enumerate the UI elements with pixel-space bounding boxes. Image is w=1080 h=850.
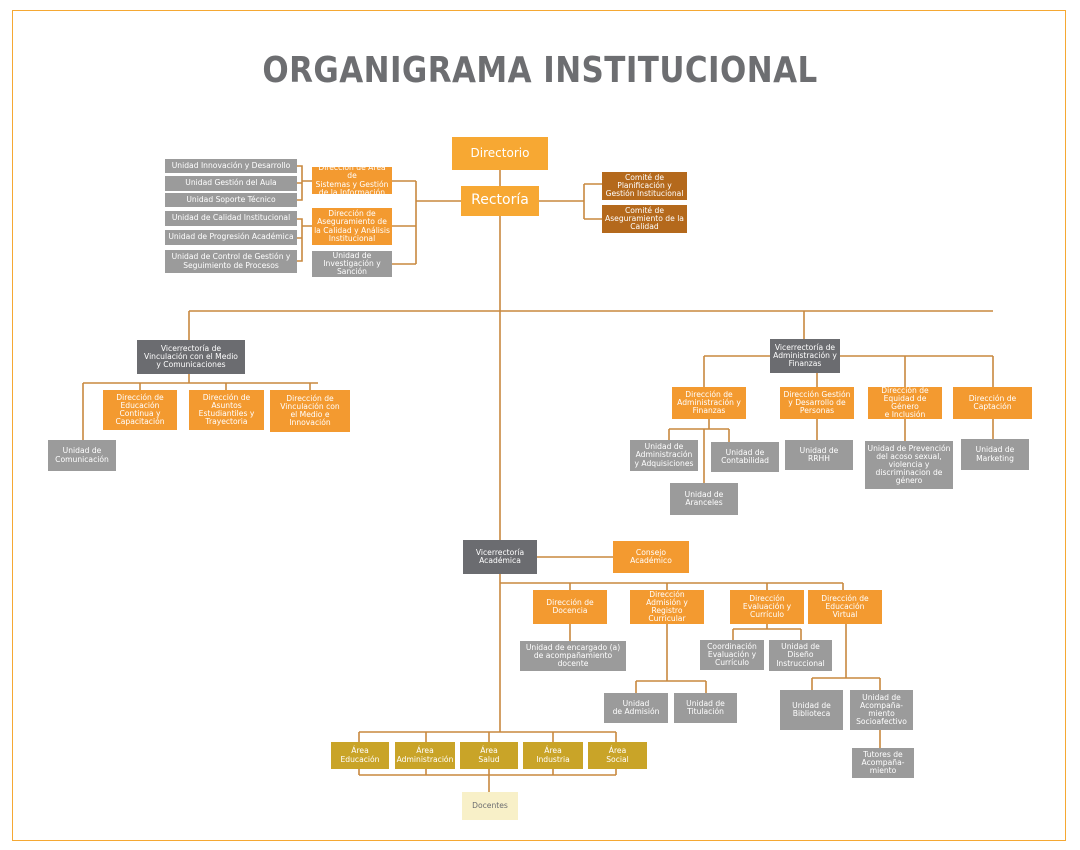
vicerrectoria-academica-box: Vicerrectoría Académica bbox=[463, 540, 537, 574]
vicerrectoria-administracion-box: Vicerrectoría de Administración y Finanz… bbox=[770, 339, 840, 373]
area-social-box: Área Social bbox=[588, 742, 647, 769]
direccion-administracion-finanzas-box: Dirección de Administración y Finanzas bbox=[672, 387, 746, 419]
direccion-sistemas-box: Dirección de Área de Sistemas y Gestión … bbox=[312, 164, 392, 196]
connector bbox=[82, 311, 318, 440]
connector bbox=[297, 165, 312, 201]
unidad-aranceles-box: Unidad de Aranceles bbox=[670, 483, 738, 515]
unidad-acompanamiento-docente-box: Unidad de encargado (a) de acompañamient… bbox=[520, 641, 626, 671]
unidad-contabilidad-box: Unidad de Contabilidad bbox=[711, 442, 779, 472]
area-salud-box: Área Salud bbox=[460, 742, 518, 769]
direccion-aseguramiento-box: Dirección de Aseguramiento de la Calidad… bbox=[312, 208, 392, 245]
unidad-gestion-aula-box: Unidad Gestión del Aula bbox=[165, 176, 297, 191]
comite-aseguramiento-box: Comité de Aseguramiento de la Calidad bbox=[602, 205, 687, 233]
directorio-box: Directorio bbox=[452, 137, 548, 170]
direccion-gestion-personas-box: Dirección Gestión y Desarrollo de Person… bbox=[780, 387, 854, 419]
rectoria-box: Rectoría bbox=[461, 186, 539, 216]
page-frame bbox=[12, 10, 1066, 841]
direccion-equidad-genero-box: Dirección de Equidad de Género e Inclusi… bbox=[868, 386, 942, 419]
unidad-prevencion-box: Unidad de Prevención del acoso sexual, v… bbox=[865, 441, 953, 489]
connector bbox=[358, 769, 617, 792]
unidad-comunicacion-box: Unidad de Comunicación bbox=[48, 440, 116, 471]
area-administracion-box: Área Administración bbox=[395, 742, 455, 769]
connector bbox=[668, 419, 994, 483]
unidad-marketing-box: Unidad de Marketing bbox=[961, 439, 1029, 470]
unidad-biblioteca-box: Unidad de Biblioteca bbox=[780, 690, 843, 730]
direccion-admision-registro-box: Dirección Admisión y Registro Curricular bbox=[630, 590, 704, 624]
unidad-control-gestion-box: Unidad de Control de Gestión y Seguimien… bbox=[165, 250, 297, 273]
unidad-soporte-box: Unidad Soporte Técnico bbox=[165, 193, 297, 207]
direccion-asuntos-estudiantiles-box: Dirección de Asuntos Estudiantiles y Tra… bbox=[189, 390, 264, 430]
unidad-rrhh-box: Unidad de RRHH bbox=[785, 440, 853, 470]
connector bbox=[811, 624, 881, 748]
direccion-evaluacion-curriculo-box: Dirección Evaluación y Currículo bbox=[730, 590, 804, 624]
unidad-admision-box: Unidad de Admisión bbox=[604, 693, 668, 723]
unidad-calidad-box: Unidad de Calidad Institucional bbox=[165, 211, 297, 226]
docentes-box: Docentes bbox=[462, 792, 518, 820]
connector bbox=[500, 556, 844, 590]
unidad-titulacion-box: Unidad de Titulación bbox=[674, 693, 737, 723]
connector bbox=[539, 183, 602, 220]
unidad-socioafectivo-box: Unidad de Acompaña- miento Socioafectivo bbox=[850, 690, 913, 730]
vicerrectoria-vinculacion-box: Vicerrectoría de Vinculación con el Medi… bbox=[137, 340, 245, 374]
coordinacion-evaluacion-box: Coordinación Evaluación y Currículo bbox=[700, 640, 764, 670]
direccion-educacion-continua-box: Dirección de Educación Continua y Capaci… bbox=[103, 390, 177, 430]
unidad-diseno-instruccional-box: Unidad de Diseño Instruccional bbox=[769, 640, 832, 671]
unidad-progresion-box: Unidad de Progresión Académica bbox=[165, 230, 297, 245]
direccion-educacion-virtual-box: Dirección de Educación Virtual bbox=[808, 590, 882, 624]
area-educacion-box: Área Educación bbox=[331, 742, 389, 769]
page-title: ORGANIGRAMA INSTITUCIONAL bbox=[262, 50, 818, 91]
area-industria-box: Área Industria bbox=[523, 742, 583, 769]
consejo-academico-box: Consejo Académico bbox=[613, 541, 689, 573]
tutores-acompanamiento-box: Tutores de Acompaña- miento bbox=[852, 748, 914, 778]
unidad-innovacion-box: Unidad Innovación y Desarrollo bbox=[165, 159, 297, 173]
direccion-docencia-box: Dirección de Docencia bbox=[533, 590, 607, 624]
unidad-investigacion-box: Unidad de Investigación y Sanción bbox=[312, 251, 392, 277]
comite-planificacion-box: Comité de Planificación y Gestión Instit… bbox=[602, 172, 687, 200]
connector bbox=[392, 180, 461, 265]
connector bbox=[297, 218, 312, 262]
direccion-captacion-box: Dirección de Captación bbox=[953, 387, 1032, 419]
connector bbox=[569, 624, 707, 693]
connector bbox=[703, 311, 994, 387]
connector bbox=[732, 624, 802, 640]
direccion-vinculacion-innovacion-box: Dirección de Vinculación con el Medio e … bbox=[270, 390, 350, 432]
connector bbox=[358, 731, 617, 742]
unidad-adquisiciones-box: Unidad de Administración y Adquisiciones bbox=[630, 440, 698, 471]
